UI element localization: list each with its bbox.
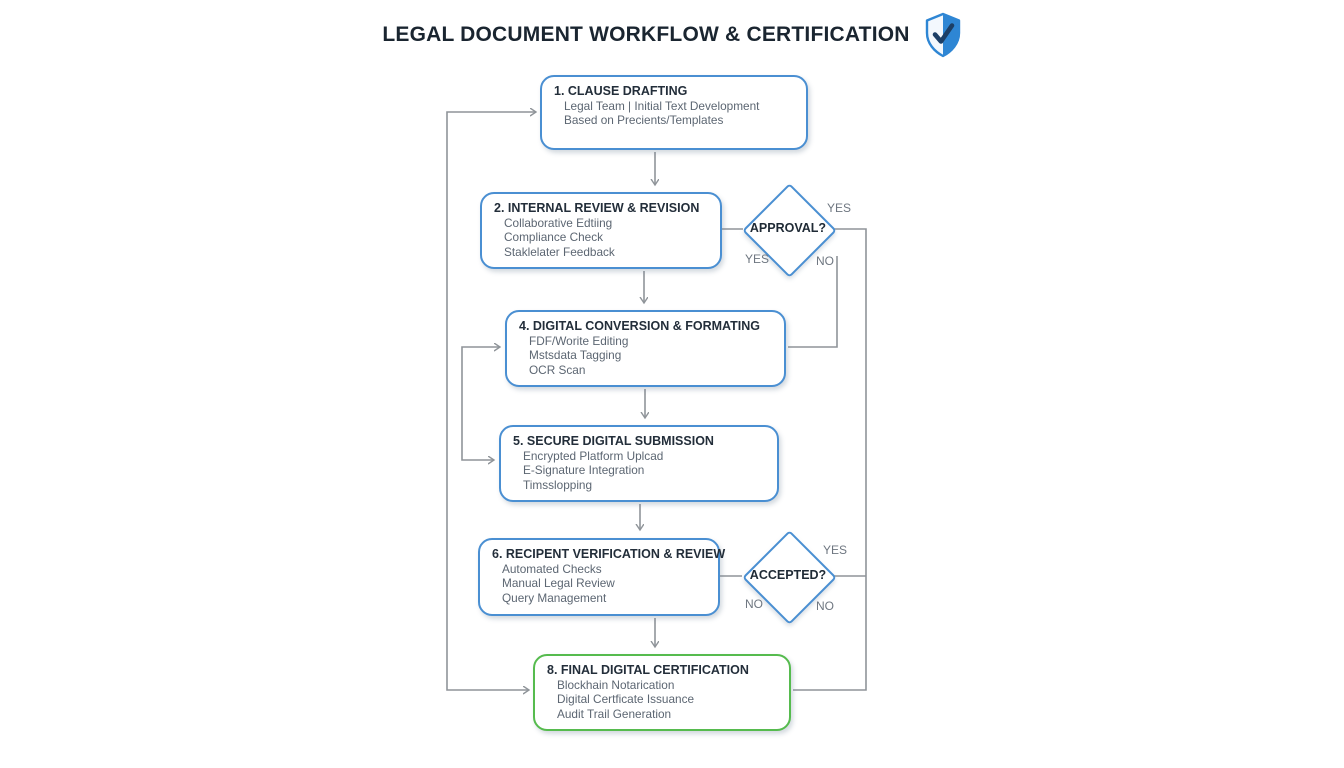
node-detail: Blockhain Notarication	[557, 678, 675, 692]
node-detail: Encrypted Platform Uplcad	[523, 449, 664, 463]
node-title: 4. DIGITAL CONVERSION & FORMATING	[519, 319, 760, 333]
header: LEGAL DOCUMENT WORKFLOW & CERTIFICATION	[0, 12, 1344, 58]
node-title: 6. RECIPENT VERIFICATION & REVIEW	[492, 547, 726, 561]
node-title: 5. SECURE DIGITAL SUBMISSION	[513, 434, 714, 448]
node-detail: E-Signature Integration	[523, 463, 645, 478]
node-detail: Legal Team | Initial Text Development	[564, 99, 760, 113]
node-detail: OCR Scan	[529, 362, 586, 377]
node-detail: Mstsdata Tagging	[529, 348, 622, 363]
node-title: 8. FINAL DIGITAL CERTIFICATION	[547, 663, 749, 677]
approval-yes-bottom-label: YES	[745, 252, 770, 266]
accepted-no-bottom-right-label: NO	[816, 599, 834, 613]
node-digital-conversion: 4. DIGITAL CONVERSION & FORMATING FDF/Wo…	[505, 310, 786, 387]
node-final-certification: 8. FINAL DIGITAL CERTIFICATION Blockhain…	[533, 654, 791, 731]
node-detail: FDF/Worite Editing	[529, 334, 629, 348]
decision-accepted-label: ACCEPTED?	[749, 568, 827, 582]
node-detail: Timsslopping	[523, 477, 593, 492]
approval-no-label: NO	[816, 254, 834, 268]
node-clause-drafting: 1. CLAUSE DRAFTING Legal Team | Initial …	[540, 75, 808, 150]
node-detail: Compliance Check	[504, 230, 604, 245]
accepted-yes-label: YES	[823, 543, 848, 557]
decision-approval-label: APPROVAL?	[749, 221, 827, 235]
node-recipient-verification: 6. RECIPENT VERIFICATION & REVIEW Automa…	[478, 538, 726, 616]
node-detail: Based on Precients/Templates	[564, 113, 724, 128]
page-title: LEGAL DOCUMENT WORKFLOW & CERTIFICATION	[382, 23, 910, 46]
node-title: 1. CLAUSE DRAFTING	[554, 84, 688, 98]
node-detail: Collaborative Edtiing	[504, 216, 613, 230]
node-detail: Staklelater Feedback	[504, 244, 615, 259]
node-detail: Audit Trail Generation	[557, 706, 672, 721]
node-secure-submission: 5. SECURE DIGITAL SUBMISSION Encrypted P…	[499, 425, 779, 502]
shield-check-icon	[925, 12, 960, 58]
accepted-no-bottom-left-label: NO	[745, 597, 763, 611]
node-detail: Query Management	[502, 590, 607, 605]
node-detail: Manual Legal Review	[502, 576, 615, 591]
approval-yes-right-label: YES	[827, 201, 852, 215]
node-internal-review: 2. INTERNAL REVIEW & REVISION Collaborat…	[480, 192, 722, 269]
node-title: 2. INTERNAL REVIEW & REVISION	[494, 201, 700, 215]
node-detail: Automated Checks	[502, 562, 602, 576]
node-detail: Digital Certficate Issuance	[557, 692, 695, 707]
